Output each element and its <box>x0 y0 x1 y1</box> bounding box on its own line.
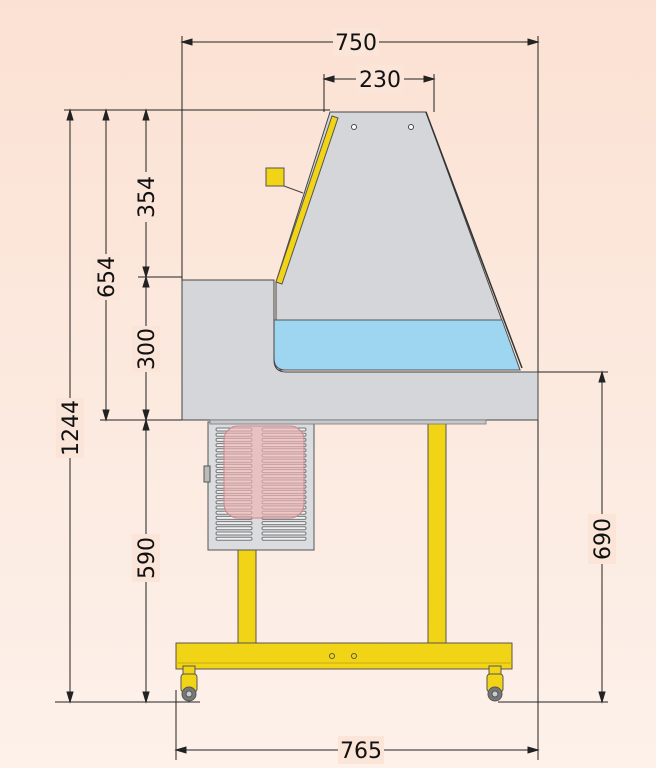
dim-counter-height: 300 <box>135 328 160 370</box>
caster-right <box>486 665 504 702</box>
vent-slot <box>215 531 253 536</box>
dim-canopy-height: 354 <box>135 176 160 218</box>
dim-total-height: 1244 <box>59 400 84 456</box>
vent-slot <box>215 526 253 531</box>
caster-left <box>180 665 198 702</box>
vent-slot <box>261 536 307 541</box>
machine-unit <box>203 421 315 551</box>
dim-top-width: 230 <box>359 68 401 93</box>
counter-body <box>181 111 539 425</box>
vent-slot <box>215 521 253 526</box>
dim-base-width: 765 <box>340 739 382 764</box>
vent-slot <box>215 536 253 541</box>
dim-overall-width: 750 <box>335 31 377 56</box>
vent-slot <box>261 521 307 526</box>
dim-leg-height: 590 <box>135 537 160 579</box>
label-masks <box>56 28 616 764</box>
dim-surface-height: 690 <box>591 518 616 560</box>
vent-slot <box>261 526 307 531</box>
lamp-marker <box>265 167 285 187</box>
vent-slot <box>261 531 307 536</box>
dim-upper-height: 654 <box>95 256 120 298</box>
